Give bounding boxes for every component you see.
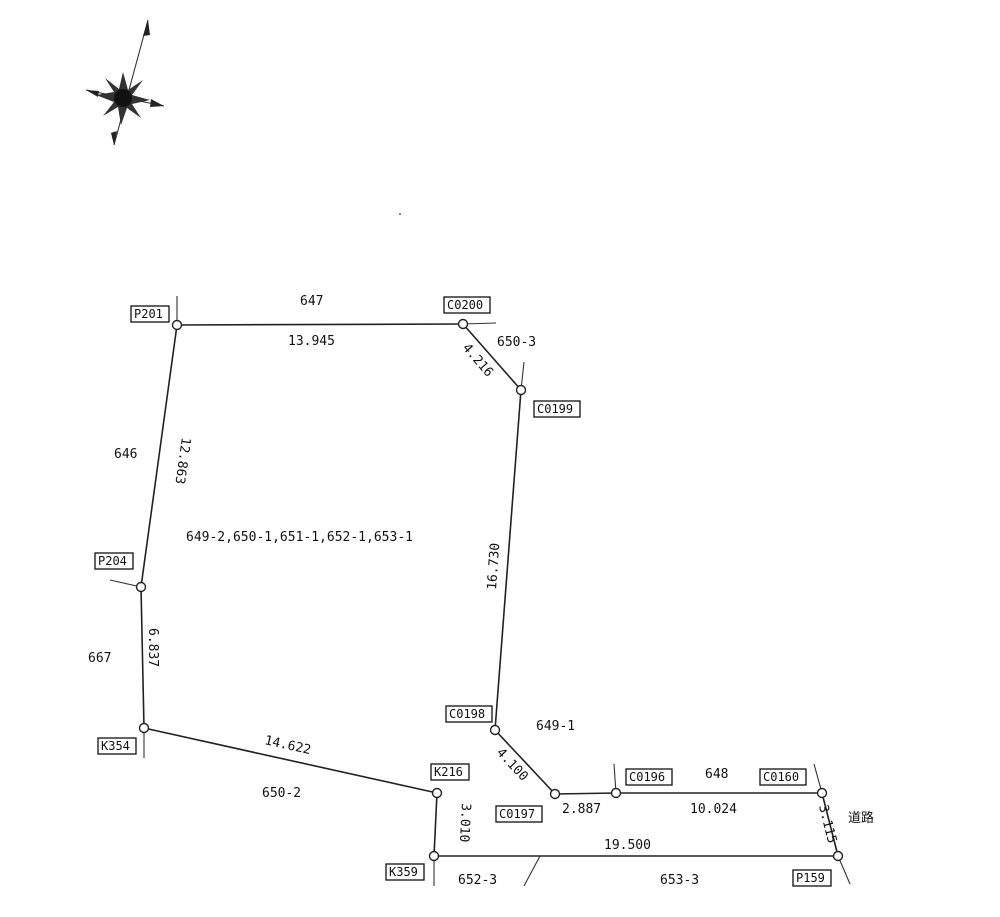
line-c0160-p159 (821, 792, 839, 857)
line-k216-k354 (143, 727, 438, 794)
neighbour-boundary-ticks (109, 296, 851, 887)
parcel-649-1: 649-1 (536, 719, 575, 734)
distance-p201-c0200: 13.945 (288, 334, 335, 349)
distance-k359-p159: 19.500 (604, 838, 651, 853)
point-c0197-marker (549, 788, 561, 800)
svg-text:K354: K354 (101, 739, 130, 753)
label-c0198: C0198 (445, 705, 493, 723)
parcel-647: 647 (300, 294, 323, 309)
distance-c0160-p159: 3.115 (815, 803, 839, 845)
line-c0200-c0199 (462, 323, 522, 391)
label-k354: K354 (97, 737, 137, 755)
parcel-labels: 647 650-3 646 649-2,650-1,651-1,652-1,65… (88, 294, 874, 888)
point-labels: P201 C0200 C0199 P204 K354 K216 C0198 C (94, 296, 832, 887)
svg-text:K216: K216 (434, 765, 463, 779)
point-c0200-marker (457, 318, 469, 330)
label-k359: K359 (385, 863, 425, 881)
distance-k216-k359: 3.010 (456, 803, 473, 843)
parcel-main: 649-2,650-1,651-1,652-1,653-1 (186, 530, 413, 545)
line-k354-p204 (140, 586, 145, 729)
distance-c0200-c0199: 4.216 (459, 341, 496, 380)
point-p159-marker (832, 850, 844, 862)
distance-labels: 13.945 4.216 12.863 16.730 6.837 14.622 … (145, 334, 839, 853)
label-p159: P159 (792, 869, 832, 887)
label-c0200: C0200 (443, 296, 491, 314)
svg-text:C0197: C0197 (499, 807, 535, 821)
point-c0160-marker (816, 787, 828, 799)
point-c0198-marker (489, 724, 501, 736)
label-p204: P204 (94, 552, 134, 570)
line-c0198-c0197 (494, 729, 556, 795)
point-p204-marker (135, 581, 147, 593)
road-label: 道路 (848, 810, 874, 826)
line-c0197-c0196 (554, 792, 617, 795)
svg-text:P201: P201 (134, 307, 163, 321)
point-k354-marker (138, 722, 150, 734)
distance-k354-k216: 14.622 (263, 733, 312, 758)
svg-text:K359: K359 (389, 865, 418, 879)
distance-p201-p204: 12.863 (172, 436, 193, 485)
label-c0160: C0160 (759, 768, 807, 786)
label-c0196: C0196 (625, 768, 673, 786)
line-p204-p201 (140, 324, 178, 588)
svg-text:C0200: C0200 (447, 298, 483, 312)
svg-text:C0196: C0196 (629, 770, 665, 784)
parcel-653-3: 653-3 (660, 873, 699, 888)
survey-point-markers (135, 318, 844, 862)
parcel-648: 648 (705, 767, 728, 782)
parcel-652-3: 652-3 (458, 873, 497, 888)
label-c0197: C0197 (495, 805, 543, 823)
distance-p204-k354: 6.837 (145, 628, 160, 667)
svg-text:C0160: C0160 (763, 770, 799, 784)
parcel-646: 646 (114, 447, 137, 462)
line-c0199-c0198 (494, 389, 522, 731)
line-p201-c0200 (176, 323, 464, 326)
parcel-667: 667 (88, 651, 111, 666)
point-k216-marker (431, 787, 443, 799)
point-k359-marker (428, 850, 440, 862)
north-arrow-compass-icon (85, 19, 165, 146)
distance-c0196-c0160: 10.024 (690, 802, 737, 817)
label-k216: K216 (430, 763, 470, 781)
label-p201: P201 (130, 305, 170, 323)
svg-text:C0198: C0198 (449, 707, 485, 721)
svg-text:P204: P204 (98, 554, 127, 568)
point-p201-marker (171, 319, 183, 331)
point-c0196-marker (610, 787, 622, 799)
line-k359-k216 (433, 792, 438, 857)
label-c0199: C0199 (533, 400, 581, 418)
distance-c0197-c0196: 2.887 (562, 802, 601, 817)
distance-c0198-c0197: 4.100 (493, 745, 531, 784)
svg-text:P159: P159 (796, 871, 825, 885)
parcel-650-2: 650-2 (262, 786, 301, 801)
point-c0199-marker (515, 384, 527, 396)
parcel-650-3: 650-3 (497, 335, 536, 350)
boundary-lines (140, 323, 839, 857)
distance-c0199-c0198: 16.730 (485, 542, 503, 590)
svg-text:C0199: C0199 (537, 402, 573, 416)
